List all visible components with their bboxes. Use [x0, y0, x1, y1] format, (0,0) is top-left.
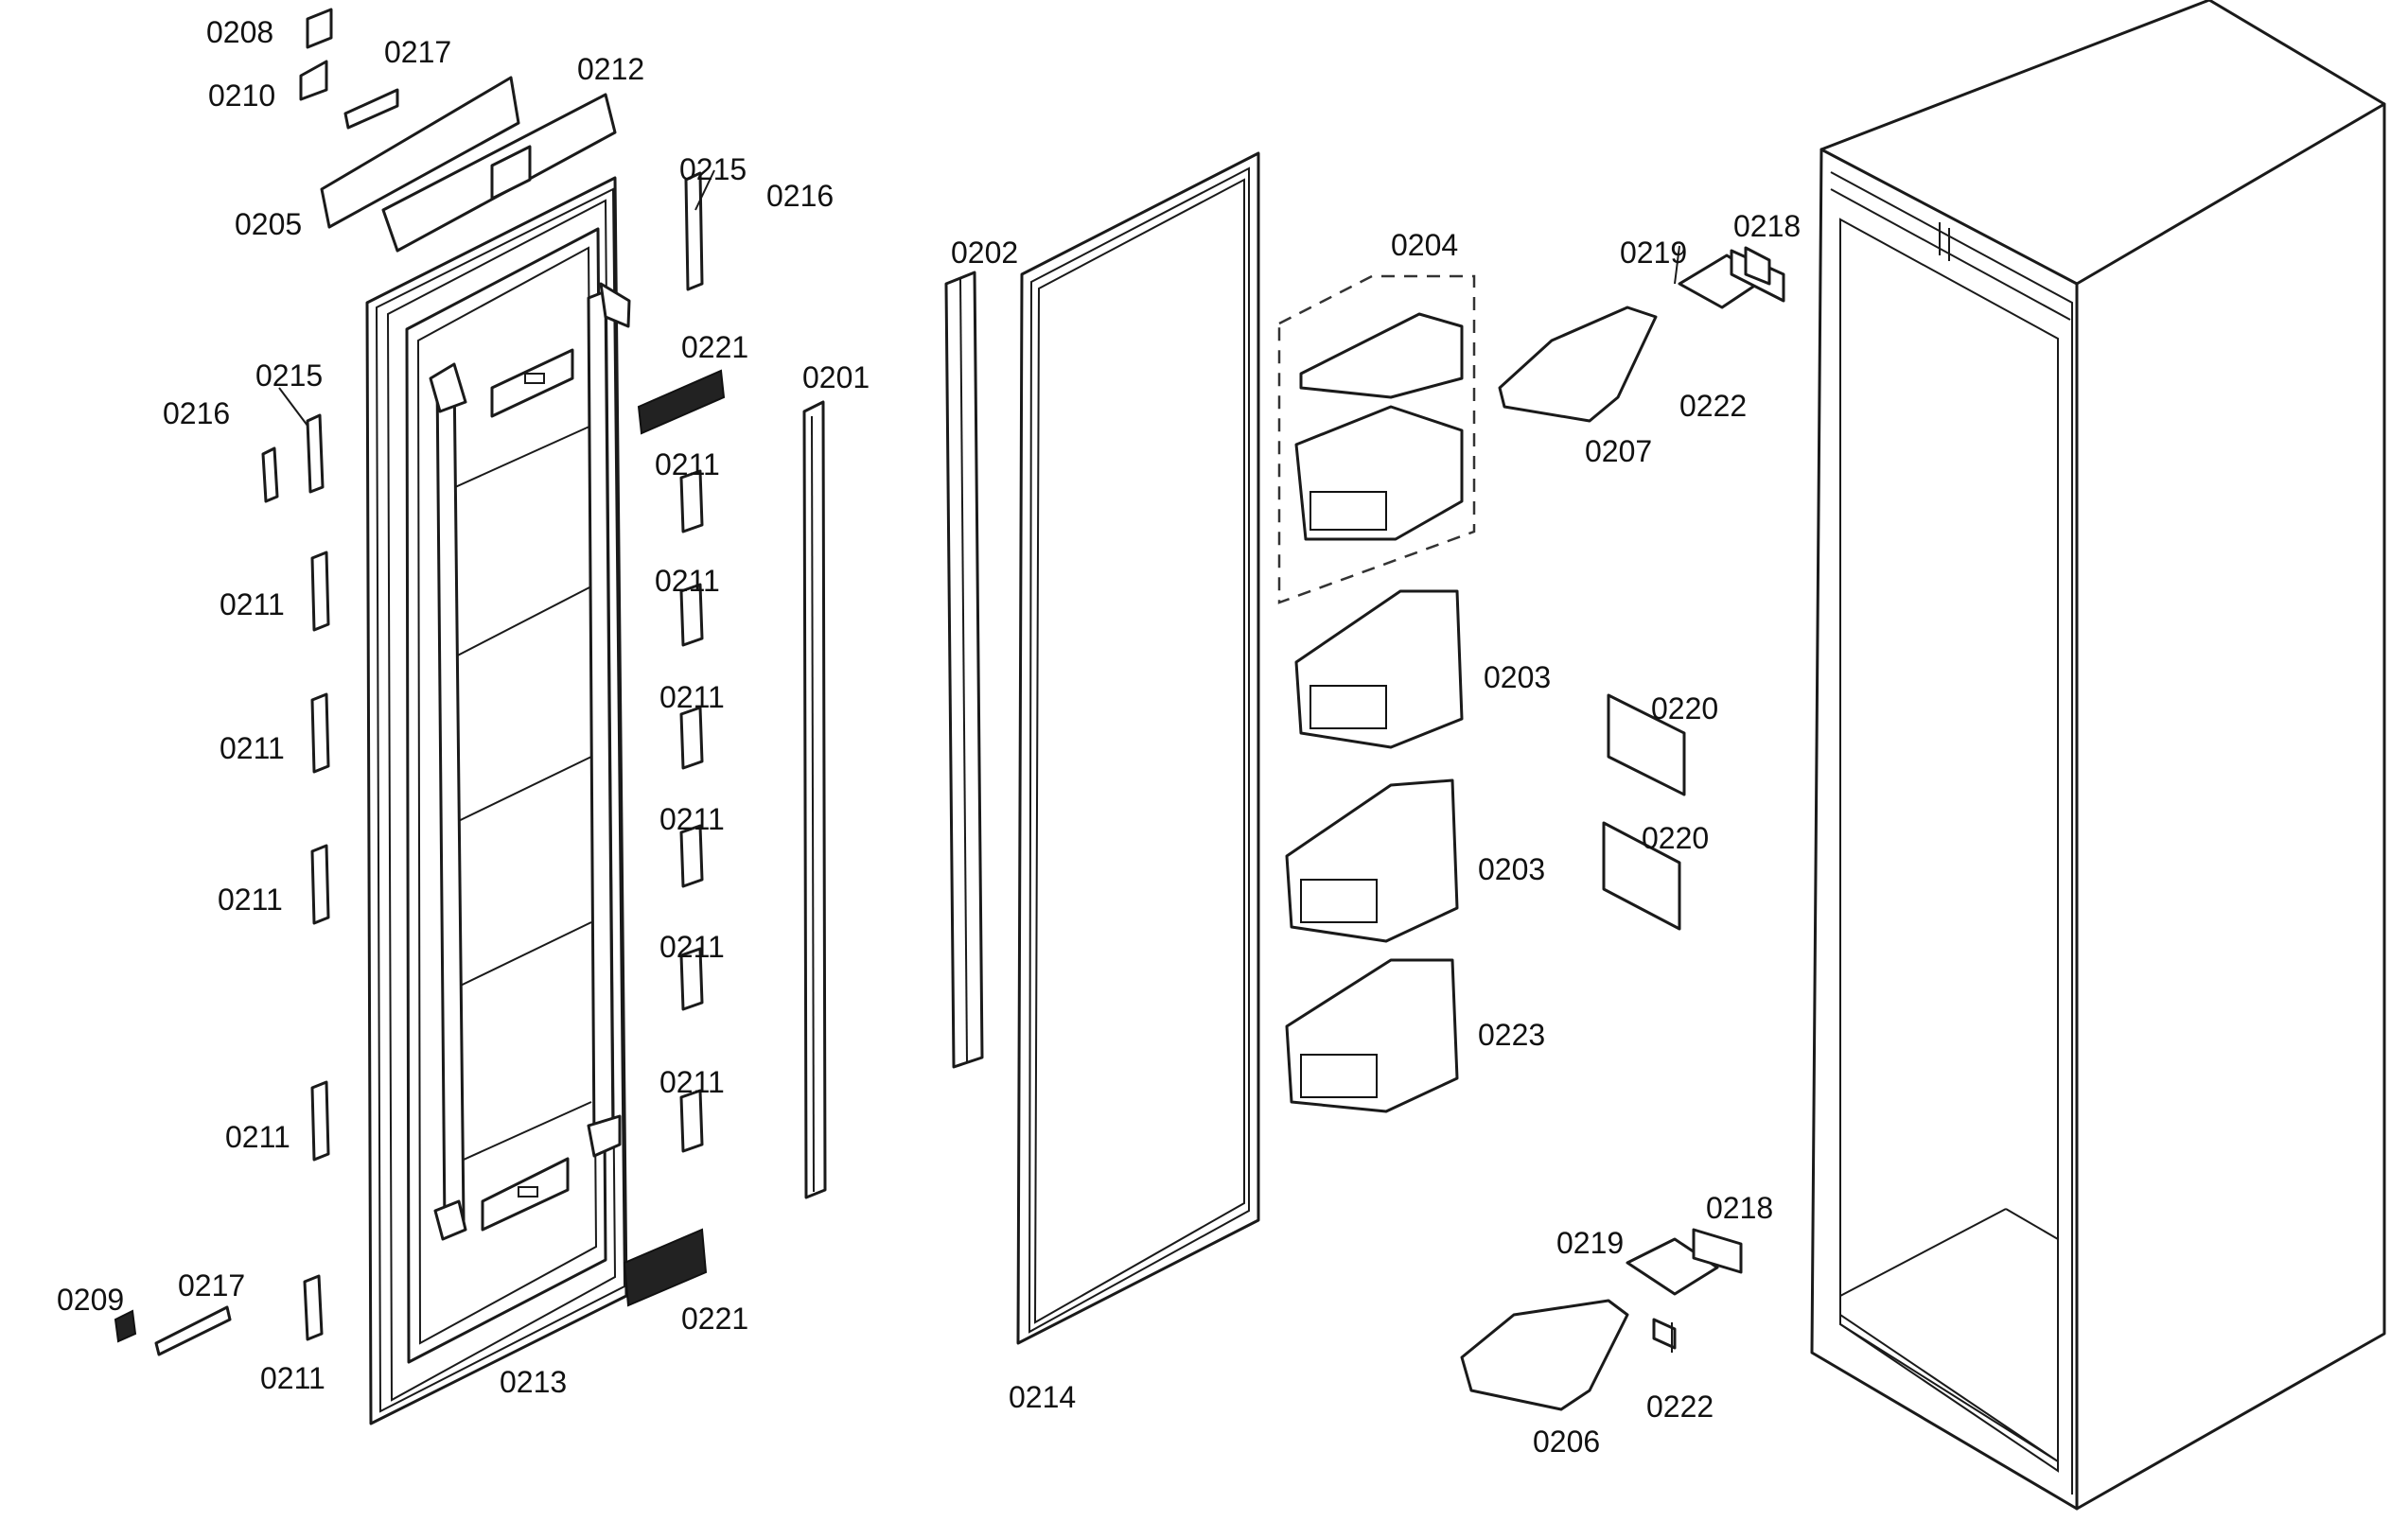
- door-bin-middle: [1285, 778, 1459, 943]
- label-0215-top: 0215: [679, 152, 747, 186]
- label-0211-c5: 0211: [659, 930, 725, 964]
- label-0218-bot: 0218: [1706, 1191, 1773, 1225]
- label-0204: 0204: [1391, 228, 1458, 262]
- hinge-cover-plate-lower: [1602, 821, 1681, 931]
- label-0203-a: 0203: [1484, 660, 1551, 694]
- lower-hinge: [1460, 1228, 1743, 1411]
- label-0211-c6: 0211: [659, 1065, 725, 1099]
- label-0220-a: 0220: [1651, 691, 1718, 726]
- label-0220-b: 0220: [1642, 821, 1709, 855]
- part-labels: 0208 0210 0217 0212 0205 0215 0216 0221 …: [57, 15, 1801, 1459]
- label-0201: 0201: [802, 360, 870, 394]
- upper-hinge: [1498, 246, 1785, 423]
- label-0205: 0205: [235, 207, 302, 241]
- butter-compartment-group: [1277, 274, 1476, 604]
- label-0216-top: 0216: [766, 179, 834, 213]
- label-0209: 0209: [57, 1283, 124, 1317]
- label-0211-c2: 0211: [655, 564, 720, 598]
- label-0216-left: 0216: [163, 396, 230, 430]
- label-0202: 0202: [951, 236, 1018, 270]
- door-trim-strip: [802, 400, 827, 1199]
- label-0210: 0210: [208, 79, 275, 113]
- door-gasket: [1016, 151, 1260, 1345]
- label-0217-bot: 0217: [178, 1268, 245, 1302]
- label-0219-top: 0219: [1620, 236, 1687, 270]
- label-0211-c3: 0211: [659, 680, 725, 714]
- top-parts-cluster: [299, 8, 617, 253]
- label-0218-top: 0218: [1733, 209, 1801, 243]
- leader-lines: [278, 169, 1680, 1353]
- label-0206: 0206: [1533, 1425, 1600, 1459]
- label-0215-left: 0215: [255, 358, 323, 393]
- door-shelf-rail: [944, 271, 984, 1069]
- center-hinge-pins: [623, 171, 726, 1307]
- label-0219-bot: 0219: [1556, 1226, 1624, 1260]
- label-0211-c4: 0211: [659, 802, 725, 836]
- label-0217-top: 0217: [384, 35, 451, 69]
- left-hinge-pins: [114, 413, 330, 1356]
- door-bin-upper: [1294, 589, 1464, 749]
- label-0211-l5: 0211: [260, 1361, 325, 1395]
- label-0211-l1: 0211: [220, 587, 285, 621]
- label-0221-bot: 0221: [681, 1302, 748, 1336]
- label-0211-c1: 0211: [655, 447, 720, 481]
- label-0212: 0212: [577, 52, 644, 86]
- label-0211-l4: 0211: [225, 1120, 290, 1154]
- label-0211-l3: 0211: [218, 883, 283, 917]
- label-0203-b: 0203: [1478, 852, 1545, 886]
- label-0207: 0207: [1585, 434, 1652, 468]
- door-bin-lower: [1285, 958, 1459, 1113]
- label-0221-top: 0221: [681, 330, 748, 364]
- label-0214: 0214: [1009, 1380, 1076, 1414]
- label-0208: 0208: [206, 15, 273, 49]
- label-0222-top: 0222: [1679, 389, 1747, 423]
- door-outer-panel: [365, 176, 631, 1425]
- refrigerator-cabinet: [1810, 0, 2386, 1511]
- label-0223: 0223: [1478, 1018, 1545, 1052]
- hinge-cover-plate-upper: [1607, 693, 1686, 796]
- label-0222-bot: 0222: [1646, 1390, 1714, 1424]
- label-0211-l2: 0211: [220, 731, 285, 765]
- label-0213: 0213: [500, 1365, 567, 1399]
